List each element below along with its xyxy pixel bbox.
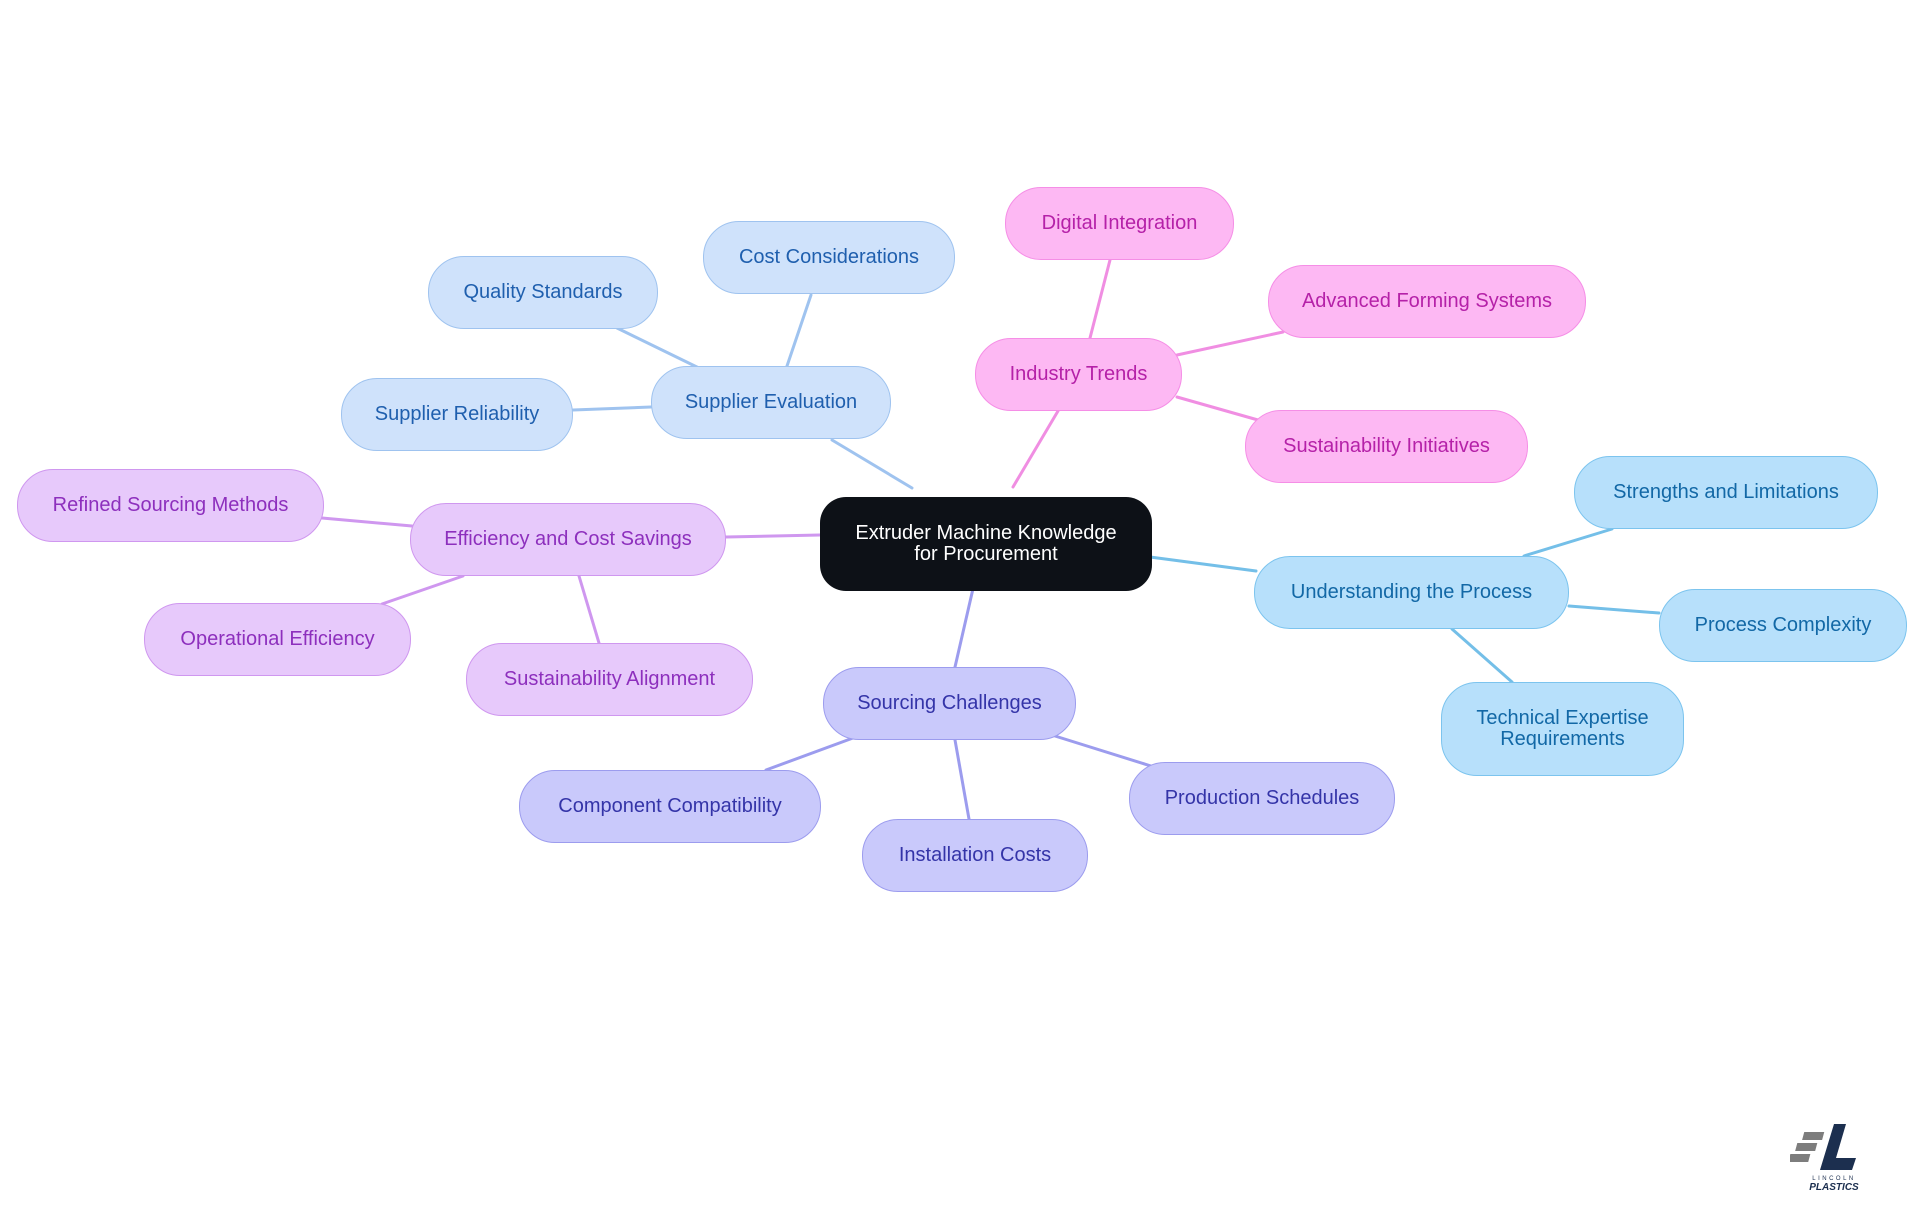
leaf-node-refined[interactable]: Refined Sourcing Methods — [17, 469, 324, 542]
connector-root-sourcing — [953, 578, 977, 669]
leaf-node-reliability[interactable]: Supplier Reliability — [341, 378, 573, 451]
branch-node-sourcing-label: Sourcing Challenges — [857, 692, 1042, 714]
leaf-node-install[interactable]: Installation Costs — [862, 819, 1088, 892]
connector-sourcing-compat — [764, 736, 855, 772]
leaf-node-expertise[interactable]: Technical Expertise Requirements — [1441, 682, 1684, 776]
leaf-node-operational-label: Operational Efficiency — [180, 628, 375, 650]
connector-supplier-reliability — [571, 405, 653, 412]
leaf-node-sustain-init[interactable]: Sustainability Initiatives — [1245, 410, 1528, 483]
connector-trends-forming — [1175, 330, 1285, 357]
logo-stripe-1 — [1802, 1132, 1825, 1140]
logo-text-bottom: PLASTICS — [1809, 1182, 1859, 1193]
leaf-node-cost-label: Cost Considerations — [738, 246, 920, 268]
leaf-node-sust-align[interactable]: Sustainability Alignment — [466, 643, 753, 716]
leaf-node-quality-label: Quality Standards — [463, 281, 623, 303]
leaf-node-schedules[interactable]: Production Schedules — [1129, 762, 1395, 835]
leaf-node-reliability-label: Supplier Reliability — [374, 403, 540, 425]
branch-node-efficiency-label: Efficiency and Cost Savings — [444, 528, 692, 550]
leaf-node-strengths-label: Strengths and Limitations — [1613, 481, 1839, 503]
lincoln-plastics-logo: LINCOLN PLASTICS — [1790, 1124, 1859, 1193]
leaf-node-sust-align-label: Sustainability Alignment — [503, 668, 716, 690]
branch-node-trends-label: Industry Trends — [1009, 363, 1148, 385]
branch-node-sourcing[interactable]: Sourcing Challenges — [823, 667, 1076, 740]
leaf-node-expertise-label: Technical Expertise Requirements — [1476, 707, 1649, 750]
connector-process-strengths — [1522, 527, 1614, 558]
leaf-node-complexity-label: Process Complexity — [1694, 614, 1872, 636]
leaf-node-schedules-label: Production Schedules — [1164, 787, 1360, 809]
connector-root-process — [1148, 555, 1258, 573]
leaf-node-quality[interactable]: Quality Standards — [428, 256, 658, 329]
connector-trends-digital — [1088, 258, 1112, 340]
branch-node-efficiency[interactable]: Efficiency and Cost Savings — [410, 503, 726, 576]
central-topic-node[interactable]: Extruder Machine Knowledge for Procureme… — [820, 497, 1152, 591]
logo-mark — [1790, 1124, 1856, 1170]
leaf-node-sustain-init-label: Sustainability Initiatives — [1283, 435, 1490, 457]
connector-root-supplier — [830, 438, 914, 490]
connector-efficiency-sust-align — [577, 574, 601, 645]
leaf-node-digital-label: Digital Integration — [1041, 212, 1198, 234]
leaf-node-forming[interactable]: Advanced Forming Systems — [1268, 265, 1586, 338]
central-topic-node-label: Extruder Machine Knowledge for Procureme… — [855, 522, 1117, 565]
connector-trends-sustain-init — [1175, 395, 1260, 422]
connector-sourcing-install — [953, 738, 971, 821]
leaf-node-compat-label: Component Compatibility — [558, 795, 782, 817]
logo-stripe-2 — [1795, 1143, 1818, 1151]
leaf-node-operational[interactable]: Operational Efficiency — [144, 603, 411, 676]
connector-efficiency-refined — [320, 516, 414, 528]
leaf-node-digital[interactable]: Digital Integration — [1005, 187, 1234, 260]
connector-root-efficiency — [724, 533, 822, 539]
leaf-node-install-label: Installation Costs — [898, 844, 1052, 866]
branch-node-process-label: Understanding the Process — [1290, 581, 1533, 603]
leaf-node-refined-label: Refined Sourcing Methods — [52, 494, 289, 516]
connector-root-trends — [1011, 409, 1060, 489]
connector-supplier-cost — [785, 293, 813, 368]
branch-node-supplier[interactable]: Supplier Evaluation — [651, 366, 891, 439]
connector-supplier-quality — [615, 326, 703, 371]
leaf-node-cost[interactable]: Cost Considerations — [703, 221, 955, 294]
leaf-node-strengths[interactable]: Strengths and Limitations — [1574, 456, 1878, 529]
connector-sourcing-schedules — [1053, 734, 1153, 768]
logo-letter-l — [1820, 1124, 1856, 1170]
leaf-node-complexity[interactable]: Process Complexity — [1659, 589, 1907, 662]
branch-node-supplier-label: Supplier Evaluation — [684, 391, 858, 413]
connector-process-expertise — [1450, 627, 1514, 684]
connector-process-complexity — [1567, 604, 1661, 615]
branch-node-trends[interactable]: Industry Trends — [975, 338, 1182, 411]
logo-stripe-3 — [1790, 1154, 1811, 1162]
leaf-node-forming-label: Advanced Forming Systems — [1301, 290, 1553, 312]
logo-text-top: LINCOLN — [1812, 1176, 1856, 1182]
connector-efficiency-operational — [380, 574, 465, 606]
leaf-node-compat[interactable]: Component Compatibility — [519, 770, 821, 843]
branch-node-process[interactable]: Understanding the Process — [1254, 556, 1569, 629]
